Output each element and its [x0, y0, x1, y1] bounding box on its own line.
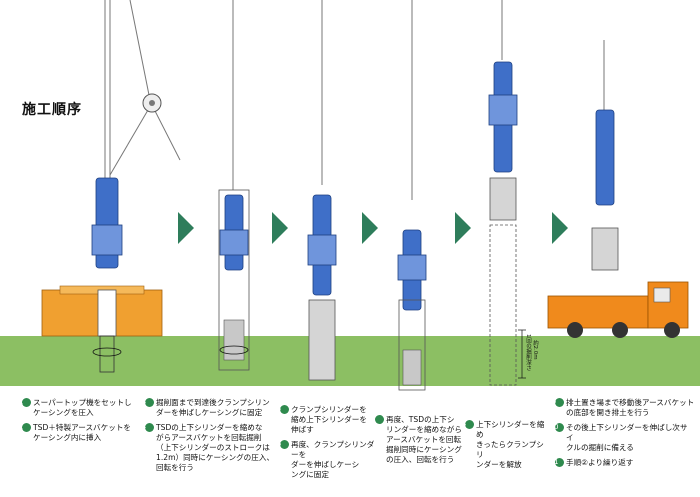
- arrow-right-icon: [178, 212, 194, 244]
- arrow-right-icon: [552, 212, 568, 244]
- stage-3-machine: [307, 0, 337, 381]
- stage-2-machine: [218, 0, 250, 371]
- stage-1-machine: [41, 0, 181, 373]
- page-title: 施工順序: [22, 102, 82, 118]
- stage-4-machine: [397, 0, 427, 391]
- ground: [0, 336, 700, 386]
- depth-label: 1回の掘削深さ: [525, 334, 531, 371]
- arrow-right-icon: [272, 212, 288, 244]
- stage-6-truck: [547, 40, 689, 338]
- arrow-right-icon: [455, 212, 471, 244]
- depth-value-label: 約2.0m: [532, 340, 538, 360]
- stage-5-machine: [488, 0, 518, 386]
- arrow-right-icon: [362, 212, 378, 244]
